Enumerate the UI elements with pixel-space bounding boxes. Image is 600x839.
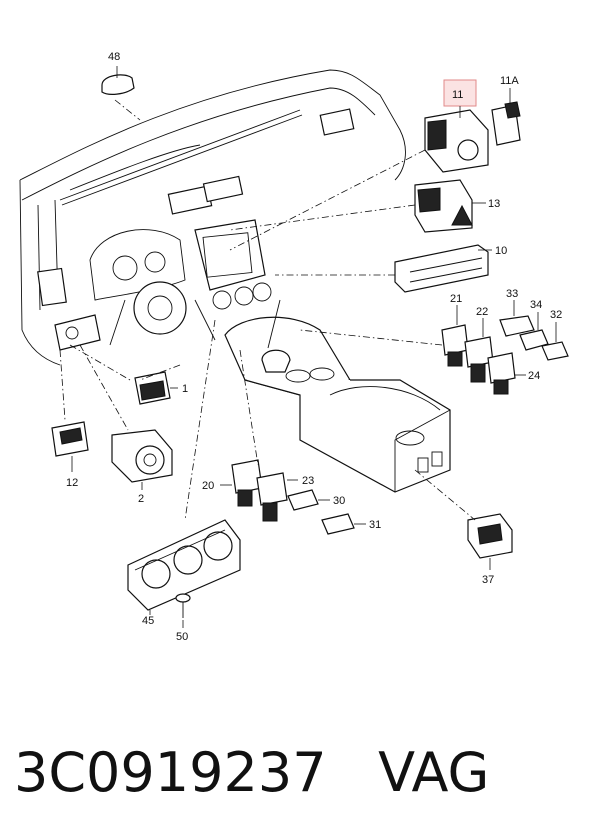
callout-22: 22 <box>476 306 488 318</box>
part-13 <box>414 179 486 233</box>
part-11a <box>491 88 521 146</box>
part-24 <box>487 352 526 395</box>
callout-37: 37 <box>482 574 494 586</box>
part-32 <box>541 322 569 361</box>
part-21 <box>441 305 469 367</box>
callout-1: 1 <box>182 383 188 395</box>
brand-label: VAG <box>378 741 490 804</box>
callout-34: 34 <box>530 299 542 311</box>
callout-12: 12 <box>66 477 78 489</box>
callout-24: 24 <box>528 370 540 382</box>
callout-labels: 48 11 11A 13 10 21 22 33 34 32 24 1 12 2… <box>66 51 562 643</box>
callout-45: 45 <box>142 615 154 627</box>
callout-50: 50 <box>176 631 188 643</box>
exploded-parts-diagram: 48 11 11A 13 10 21 22 33 34 32 24 1 12 2… <box>19 51 569 643</box>
callout-20: 20 <box>202 480 214 492</box>
part-22 <box>464 318 494 383</box>
part-1 <box>134 371 178 405</box>
part-11 <box>424 79 489 173</box>
callout-11a: 11A <box>500 75 519 87</box>
callout-23: 23 <box>302 475 314 487</box>
part-10 <box>394 244 492 293</box>
callout-30: 30 <box>333 495 345 507</box>
leader-lines <box>59 99 476 521</box>
callout-10: 10 <box>495 245 507 257</box>
part-23 <box>256 472 298 522</box>
part-34 <box>519 312 549 351</box>
part-37 <box>467 513 513 570</box>
part-48 <box>101 66 135 95</box>
callout-32: 32 <box>550 309 562 321</box>
part-number-caption: 3C0919237 VAG <box>14 728 594 818</box>
part-20 <box>220 459 263 507</box>
part-50 <box>175 593 191 628</box>
callout-11: 11 <box>452 89 463 101</box>
center-console <box>224 299 451 493</box>
callout-21: 21 <box>450 293 462 305</box>
highlight-box <box>443 79 477 107</box>
callout-13: 13 <box>488 198 500 210</box>
part-2 <box>111 429 173 490</box>
part-number: 3C0919237 <box>14 741 327 804</box>
callout-33: 33 <box>506 288 518 300</box>
part-45 <box>127 519 241 615</box>
dashboard-outline <box>19 69 406 366</box>
callout-31: 31 <box>369 519 381 531</box>
callout-2: 2 <box>138 493 144 505</box>
part-31 <box>321 513 366 535</box>
part-33 <box>499 300 535 337</box>
part-12 <box>51 421 89 472</box>
callout-48: 48 <box>108 51 120 63</box>
part-30 <box>287 489 330 511</box>
